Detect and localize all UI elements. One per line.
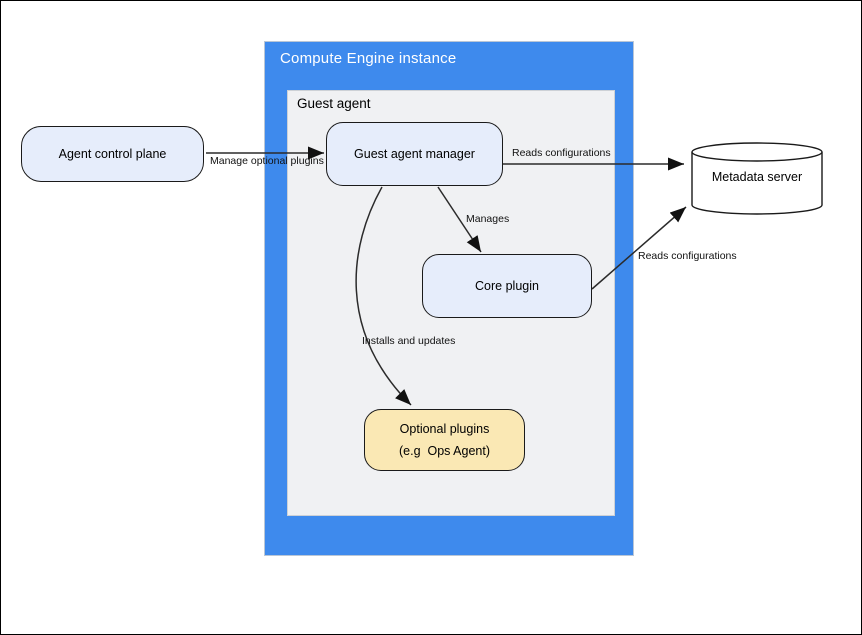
optional-plugins-label-line1: Optional plugins <box>399 422 490 436</box>
edge-label-reads-configurations-core: Reads configurations <box>638 250 737 262</box>
node-optional-plugins: Optional plugins (e.g Ops Agent) <box>364 409 525 471</box>
metadata-server-label: Metadata server <box>711 170 803 184</box>
database-cylinder-icon <box>691 142 823 215</box>
node-core-plugin: Core plugin <box>422 254 592 318</box>
node-metadata-server: Metadata server <box>691 142 823 216</box>
edge-label-reads-configurations-manager: Reads configurations <box>512 147 611 159</box>
edge-label-installs-and-updates: Installs and updates <box>362 335 456 347</box>
edge-label-manages: Manages <box>466 213 510 225</box>
guest-agent-manager-label: Guest agent manager <box>354 147 475 161</box>
guest-agent-title: Guest agent <box>297 96 371 111</box>
edge-label-manage-optional-plugins: Manage optional plugins <box>210 155 324 167</box>
core-plugin-label: Core plugin <box>475 279 539 293</box>
optional-plugins-label-line2: (e.g Ops Agent) <box>398 444 491 458</box>
node-guest-agent-manager: Guest agent manager <box>326 122 503 186</box>
agent-control-plane-label: Agent control plane <box>58 147 167 161</box>
compute-engine-instance-title: Compute Engine instance <box>280 50 457 67</box>
node-agent-control-plane: Agent control plane <box>21 126 204 182</box>
